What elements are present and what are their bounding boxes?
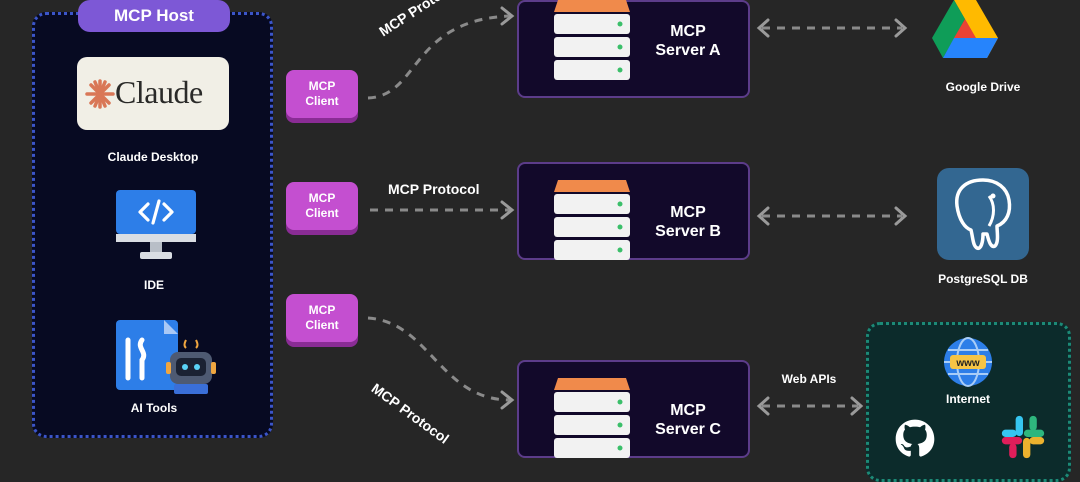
server-a-line1: MCP — [670, 23, 706, 40]
google-drive-icon — [932, 0, 998, 58]
claude-logo — [77, 57, 229, 130]
server-b-line2: Server B — [655, 223, 721, 240]
server-b-name: MCP Server B — [640, 203, 736, 241]
ai-tools-label: AI Tools — [130, 401, 178, 415]
mcp-host-title: MCP Host — [78, 0, 230, 32]
mcp-client-1-line1: MCP — [308, 79, 336, 93]
internet-label: Internet — [945, 392, 990, 406]
mcp-client-1-line2: Client — [305, 94, 339, 108]
server-a-line2: Server A — [655, 42, 721, 59]
server-c-name: MCP Server C — [640, 401, 736, 439]
web-services-container — [866, 322, 1071, 482]
ide-monitor-icon — [116, 190, 196, 259]
github-icon — [895, 419, 935, 457]
server-c-icon — [554, 378, 630, 458]
protocol-arrow-top — [367, 14, 511, 100]
protocol-arrow-bottom — [367, 316, 511, 402]
claude-logo-text: Claude — [115, 74, 203, 110]
server-c-line1: MCP — [670, 402, 706, 419]
google-drive-label: Google Drive — [945, 80, 1021, 94]
mcp-client-3-line1: MCP — [308, 303, 336, 317]
server-b-line1: MCP — [670, 204, 706, 221]
postgres-tile — [937, 168, 1029, 260]
claude-desktop-label: Claude Desktop — [107, 150, 199, 164]
connector-lines — [367, 6, 908, 416]
web-apis-label: Web APIs — [781, 372, 837, 386]
postgres-elephant-icon — [955, 178, 1012, 251]
mcp-client-3-line2: Client — [305, 318, 339, 332]
internet-globe-icon: www — [944, 337, 992, 387]
server-b-icon — [554, 180, 630, 260]
postgres-label: PostgreSQL DB — [938, 272, 1028, 286]
ai-tools-icon — [116, 320, 216, 394]
ide-label: IDE — [143, 278, 164, 292]
server-a-name: MCP Server A — [640, 22, 736, 60]
mcp-client-2-line2: Client — [305, 206, 339, 220]
slack-icon — [1001, 415, 1045, 459]
protocol-label-middle: MCP Protocol — [388, 181, 480, 197]
mcp-client-2-line1: MCP — [308, 191, 336, 205]
claude-sunburst-icon — [85, 79, 115, 109]
www-badge-text: www — [955, 358, 980, 369]
server-c-line2: Server C — [655, 421, 721, 438]
server-a-icon — [554, 0, 630, 80]
